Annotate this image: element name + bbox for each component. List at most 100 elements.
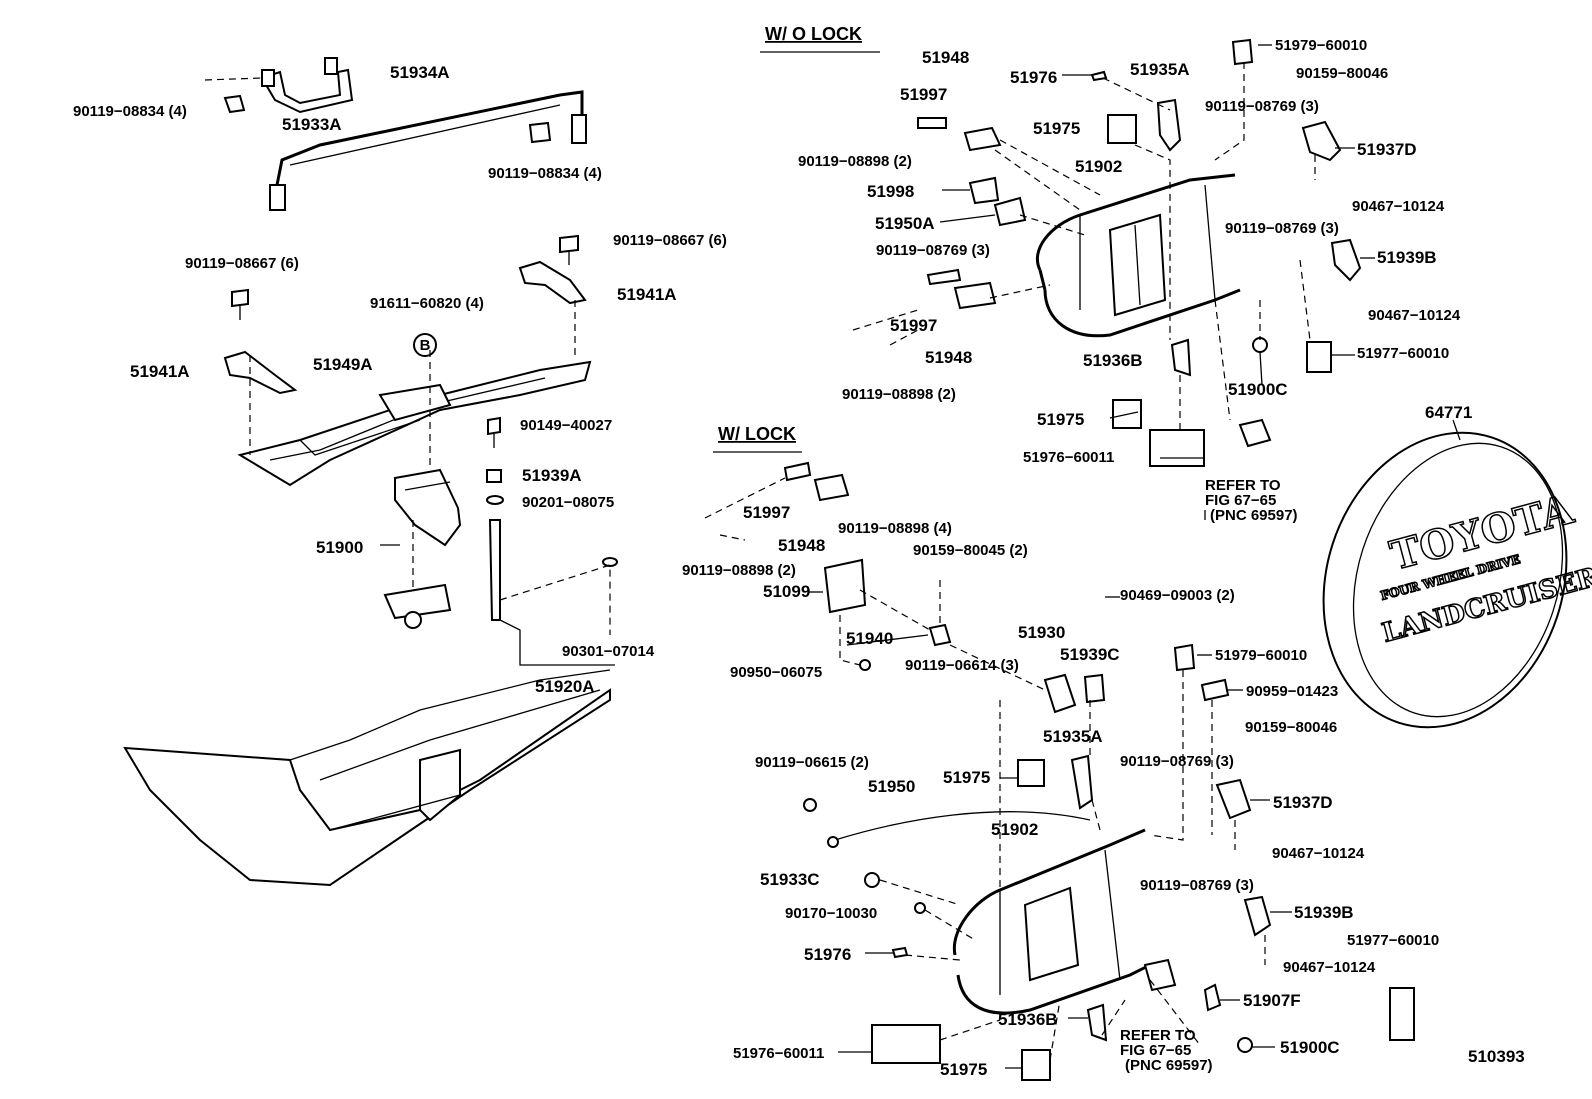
label-w-refer-line2: FIG 67−65	[1120, 1042, 1191, 1059]
label-90301-07014: 90301−07014	[562, 643, 655, 660]
label-wo-refer-line1: REFER TO	[1205, 477, 1281, 494]
label-51949A: 51949A	[313, 355, 373, 374]
bracket-51948-bottom	[953, 281, 997, 310]
seal-51976-wo	[1090, 70, 1108, 82]
pad-51997-bottom	[926, 268, 962, 286]
label-90119-08834-right: 90119−08834 (4)	[488, 165, 602, 182]
nut-51900C-wo	[1252, 337, 1268, 353]
label-w-51979-60010: 51979−60010	[1215, 647, 1307, 664]
diagram-id: 510393	[1468, 1047, 1525, 1066]
lock-51930	[1043, 673, 1077, 714]
nut-51939A	[486, 469, 502, 483]
label-wo-refer-line3: (PNC 69597)	[1210, 507, 1298, 524]
label-51900: 51900	[316, 538, 363, 557]
label-wo-51935A: 51935A	[1130, 60, 1190, 79]
label-wo-90119-08769-top: 90119−08769 (3)	[1205, 98, 1319, 115]
label-w-51936B: 51936B	[998, 1010, 1058, 1029]
label-w-90170-10030: 90170−10030	[785, 905, 877, 922]
label-51933A: 51933A	[282, 115, 342, 134]
label-wo-51948-bottom: 51948	[925, 348, 972, 367]
label-w-51997: 51997	[743, 503, 790, 522]
bracket-51933A	[260, 57, 354, 114]
label-wo-90119-08769-mid: 90119−08769 (3)	[1225, 220, 1339, 237]
bolt-90119-06615	[803, 798, 817, 812]
bracket-51940	[928, 623, 952, 647]
label-w-51976-60011: 51976−60011	[733, 1045, 824, 1062]
label-90201-08075: 90201−08075	[522, 494, 614, 511]
label-w-51902: 51902	[991, 820, 1038, 839]
nut-51900C-w	[1237, 1037, 1253, 1053]
label-w-90119-06614: 90119−06614 (3)	[905, 657, 1019, 674]
label-w-51907F: 51907F	[1243, 991, 1301, 1010]
heading-with-lock: W/ LOCK	[718, 424, 796, 444]
label-w-51099: 51099	[763, 582, 810, 601]
label-w-90119-08769-mid: 90119−08769 (3)	[1140, 877, 1254, 894]
label-wo-51976: 51976	[1010, 68, 1057, 87]
bracket-51950A	[993, 196, 1027, 227]
cover-51939C	[1083, 673, 1106, 704]
label-w-90467-10124-a: 90467−10124	[1272, 845, 1365, 862]
plate-51998	[968, 176, 1000, 205]
cable-51950	[834, 811, 1091, 841]
bracket-51948-top	[963, 126, 1002, 152]
pad-51976-60011-wo	[1149, 429, 1205, 467]
label-wo-51976-60011: 51976−60011	[1023, 449, 1114, 466]
label-wo-51948-top: 51948	[922, 48, 969, 67]
bracket-51936B-wo	[1170, 338, 1192, 377]
hinge-51939B-w	[1243, 895, 1272, 937]
pad-51997-top	[917, 117, 947, 129]
label-wo-51936B: 51936B	[1083, 351, 1143, 370]
label-w-51933C: 51933C	[760, 870, 820, 889]
circle-b-letter: B	[420, 337, 431, 354]
lock-cylinder-w	[1143, 958, 1177, 992]
rod-51907F	[1203, 983, 1222, 1012]
bolt-90119-08667-left	[231, 288, 249, 320]
lock-cylinder-wo	[1238, 418, 1272, 448]
label-51941A-right: 51941A	[617, 285, 677, 304]
bolt-90119-08834-left	[204, 77, 263, 114]
pad-51977-60010-wo	[1306, 341, 1332, 373]
label-wo-90467-10124-b: 90467−10124	[1368, 307, 1461, 324]
label-w-90119-08898-4: 90119−08898 (4)	[838, 520, 952, 537]
label-64771: 64771	[1425, 403, 1472, 422]
label-w-51975-bottom: 51975	[940, 1060, 987, 1079]
pad-51975-w-bottom	[1021, 1049, 1051, 1081]
pad-51975-wo-top	[1107, 114, 1137, 144]
clip-90950-06075	[859, 659, 871, 671]
carrier-frame-51949A	[237, 360, 592, 487]
washer-90170-10030	[914, 902, 926, 914]
pad-51997-w	[783, 461, 812, 482]
label-w-51939C: 51939C	[1060, 645, 1120, 664]
label-w-90119-06615: 90119−06615 (2)	[755, 754, 869, 771]
label-wo-51979-60010: 51979−60010	[1275, 37, 1367, 54]
hinge-51935A-w	[1070, 754, 1094, 810]
label-w-51950: 51950	[868, 777, 915, 796]
label-w-51975-top: 51975	[943, 768, 990, 787]
label-51939A: 51939A	[522, 466, 582, 485]
hinge-51937D-w	[1215, 778, 1252, 820]
bracket-51941A-right	[518, 260, 587, 305]
label-w-refer-line3: (PNC 69597)	[1125, 1057, 1213, 1074]
label-w-90159-80045: 90159−80045 (2)	[913, 542, 1028, 559]
seal-51976-w	[891, 946, 909, 959]
carrier-51902-w-lock	[952, 828, 1151, 1015]
label-w-90950-06075: 90950−06075	[730, 664, 822, 681]
bracket-51948-w	[813, 473, 850, 502]
label-90119-08834-left: 90119−08834 (4)	[73, 103, 187, 120]
label-wo-90159-80046: 90159−80046	[1296, 65, 1388, 82]
bolt-90149-40027	[487, 416, 501, 448]
bracket-51941A-left	[223, 350, 298, 395]
hinge-51939B-wo	[1330, 238, 1362, 282]
latch-51099	[823, 558, 867, 614]
bolt-90119-08834-right	[528, 121, 552, 144]
label-90119-08667-left: 90119−08667 (6)	[185, 255, 299, 272]
washer-90201-08075	[486, 495, 504, 505]
heading-without-lock: W/ O LOCK	[765, 24, 862, 44]
grommet-90959-01423	[1200, 678, 1230, 702]
label-wo-51975-top: 51975	[1033, 119, 1080, 138]
label-wo-51998: 51998	[867, 182, 914, 201]
label-wo-51900C: 51900C	[1228, 380, 1288, 399]
label-wo-51977-60010: 51977−60010	[1357, 345, 1449, 362]
pad-51977-60010-w	[1389, 987, 1415, 1041]
